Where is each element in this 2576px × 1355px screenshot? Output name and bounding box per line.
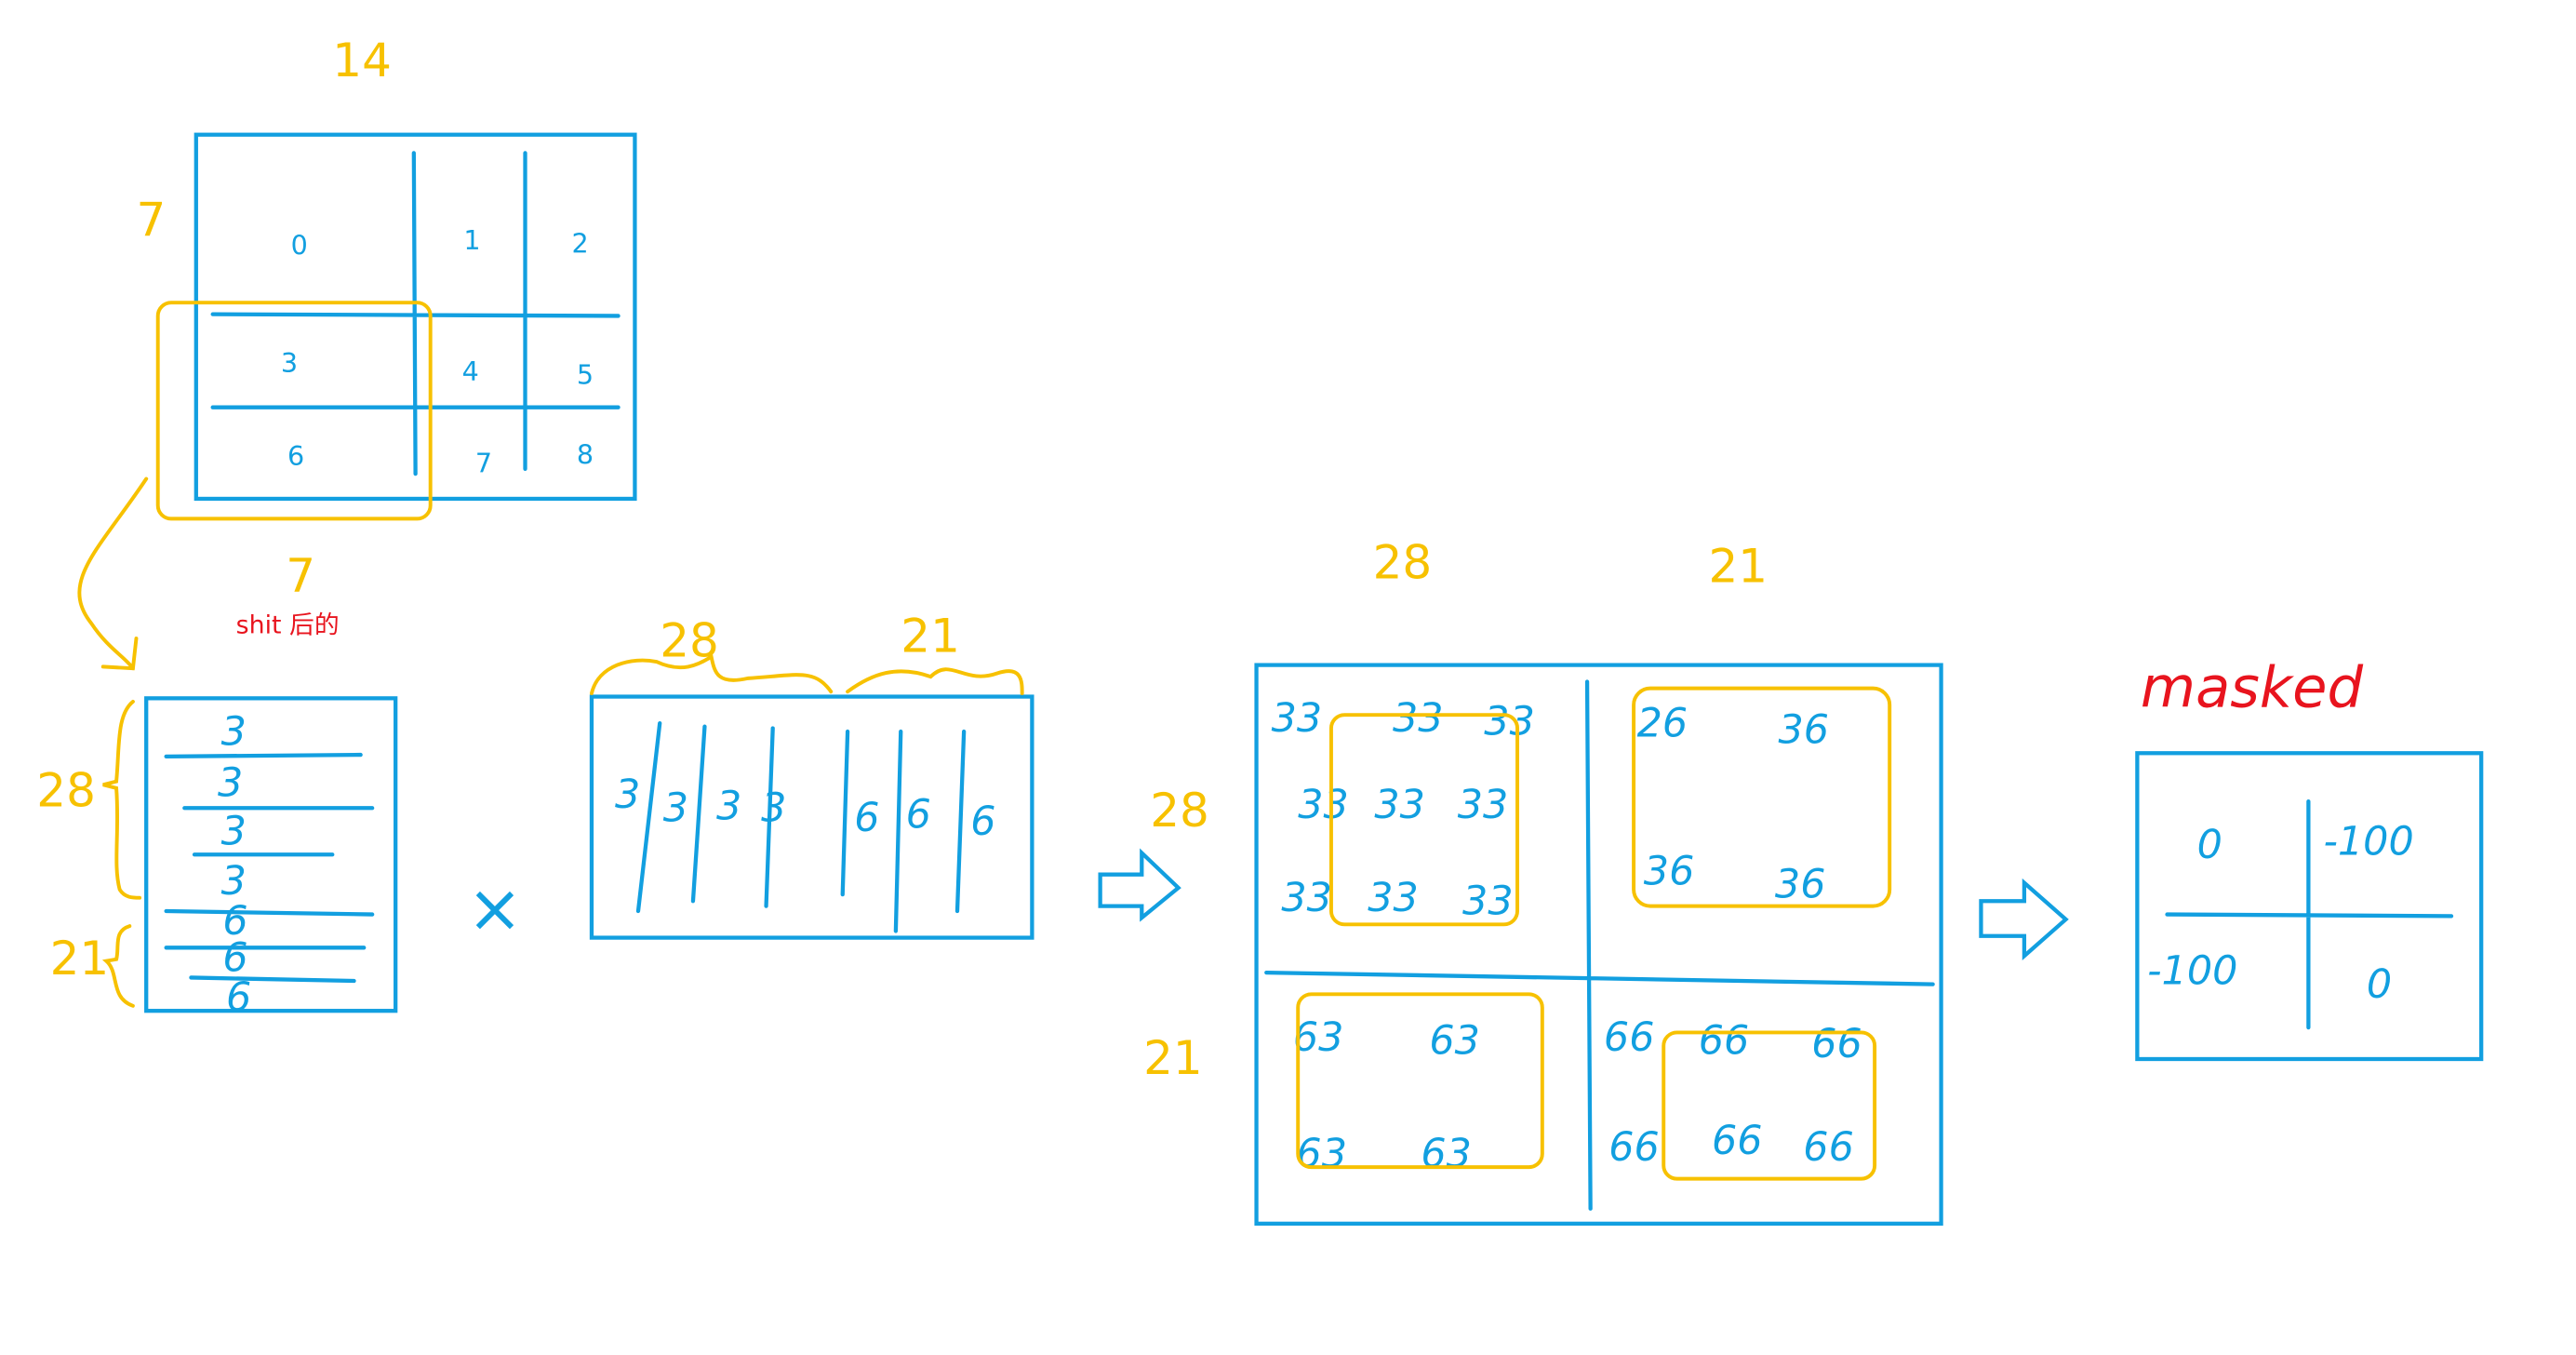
right-matrix-col: 6 [906,792,931,838]
product-row-label: 21 [1143,1031,1203,1085]
masked-cell: -100 [2323,818,2413,865]
window-size-label: 7 [286,549,315,603]
product-cell: 63 [1293,1014,1344,1061]
left-matrix-row-lines [164,752,375,984]
product-cell: 66 [1604,1014,1655,1061]
product-cell: 36 [1779,707,1830,754]
product-cell: 26 [1637,700,1688,746]
curved-arrow-icon [77,476,149,671]
masked-cell: 0 [2367,961,2392,1008]
highlight-top-left [1328,713,1519,927]
product-cell: 33 [1281,875,1332,921]
left-brace-label: 21 [50,932,110,986]
product-cell: 63 [1421,1131,1472,1177]
product-col-label: 28 [1373,536,1433,590]
top-braces [590,653,1024,695]
left-matrix-row: 3 [218,760,243,807]
grid-box [194,132,637,502]
product-cell: 66 [1699,1018,1750,1065]
product-cell: 33 [1393,695,1444,742]
product-cell: 63 [1296,1131,1347,1177]
left-matrix-row: 3 [221,708,247,755]
left-brace-label: 28 [36,763,96,817]
right-matrix [589,694,1034,940]
left-matrix [144,696,398,1013]
grid-cell: 2 [572,228,589,260]
grid-cell: 3 [281,347,298,379]
grid-cell: 6 [287,440,304,472]
masked-label: masked [2141,655,2364,720]
highlight-bottom-left [1296,992,1544,1170]
highlight-bottom-right [1662,1030,1877,1181]
grid-dividers [210,151,621,476]
shift-label: shit 后的 [236,611,340,640]
grid-cell: 4 [462,356,479,387]
highlight-top-right [1632,686,1892,908]
left-matrix-row: 3 [221,809,247,855]
product-cell: 33 [1272,695,1323,742]
product-cell: 33 [1298,782,1349,828]
product-dividers [1264,679,1935,1211]
right-matrix-col: 3 [663,785,688,832]
right-hollow-arrow-icon [1979,878,2069,960]
shift-window-highlight [155,301,433,521]
product-cell: 66 [1803,1124,1854,1171]
masked-dividers [2165,798,2454,1030]
left-matrix-row: 6 [222,898,247,945]
product-cell: 33 [1374,782,1425,828]
multiply-sign: × [467,869,523,946]
product-matrix [1254,663,1943,1226]
product-cell: 36 [1775,862,1826,908]
product-cell: 66 [1608,1124,1660,1171]
product-cell: 66 [1811,1021,1862,1067]
product-cell: 66 [1712,1118,1763,1164]
right-matrix-col-lines [635,720,967,933]
product-cell: 33 [1484,699,1535,745]
right-brace-label: 28 [660,614,719,668]
brace-28 [102,699,142,900]
right-matrix-col: 6 [854,795,879,841]
right-matrix-col: 3 [615,771,640,818]
product-col-label: 21 [1708,539,1768,593]
right-matrix-col: 3 [716,784,741,830]
grid-cell: 5 [577,359,594,391]
grid-height-label: 7 [136,194,166,248]
right-matrix-col: 6 [970,798,995,845]
masked-cell: 0 [2197,822,2222,868]
masked-matrix [2135,751,2484,1062]
grid-cell: 7 [475,447,492,478]
grid-width-label: 14 [332,34,392,87]
left-matrix-row: 6 [226,974,251,1021]
grid-cell: 1 [463,224,480,256]
masked-cell: -100 [2147,948,2237,995]
product-cell: 33 [1368,875,1419,921]
product-row-label: 28 [1150,784,1209,838]
right-brace-label: 21 [901,609,960,663]
right-matrix-col: 3 [761,785,786,832]
brace-21 [101,924,135,1008]
right-hollow-arrow-icon [1098,848,1181,922]
product-cell: 36 [1644,848,1695,894]
grid-cell: 8 [577,438,594,470]
product-cell: 33 [1462,879,1514,925]
product-cell: 33 [1458,782,1509,828]
left-matrix-row: 6 [222,934,247,981]
left-matrix-row: 3 [221,858,247,905]
product-cell: 63 [1429,1018,1480,1065]
grid-cell: 0 [291,229,308,261]
